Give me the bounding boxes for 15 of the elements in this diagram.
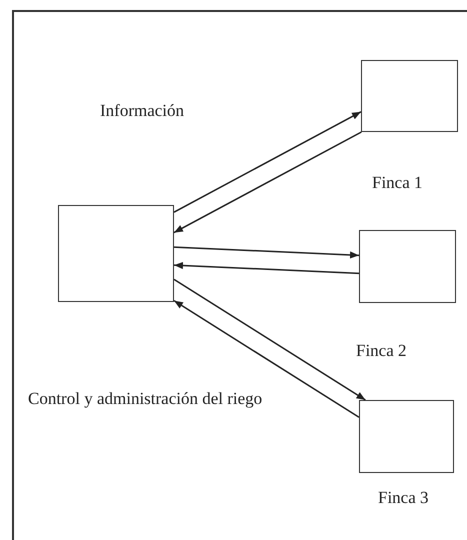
node-caption: Finca 3 (378, 487, 430, 508)
farm-box (359, 400, 454, 473)
node-caption: Finca 2 (356, 340, 408, 361)
arrow (174, 111, 362, 213)
flow-label: Control y administración del riego (28, 388, 264, 409)
flow-label: Información (100, 100, 184, 121)
farm-box (58, 205, 174, 302)
arrow (174, 300, 360, 418)
arrow (174, 262, 360, 274)
farm-box (359, 230, 456, 303)
farm-box (361, 60, 458, 132)
arrow (174, 246, 360, 259)
node-caption: Finca 1 (372, 172, 424, 193)
arrow (174, 131, 362, 234)
arrow (174, 278, 366, 401)
